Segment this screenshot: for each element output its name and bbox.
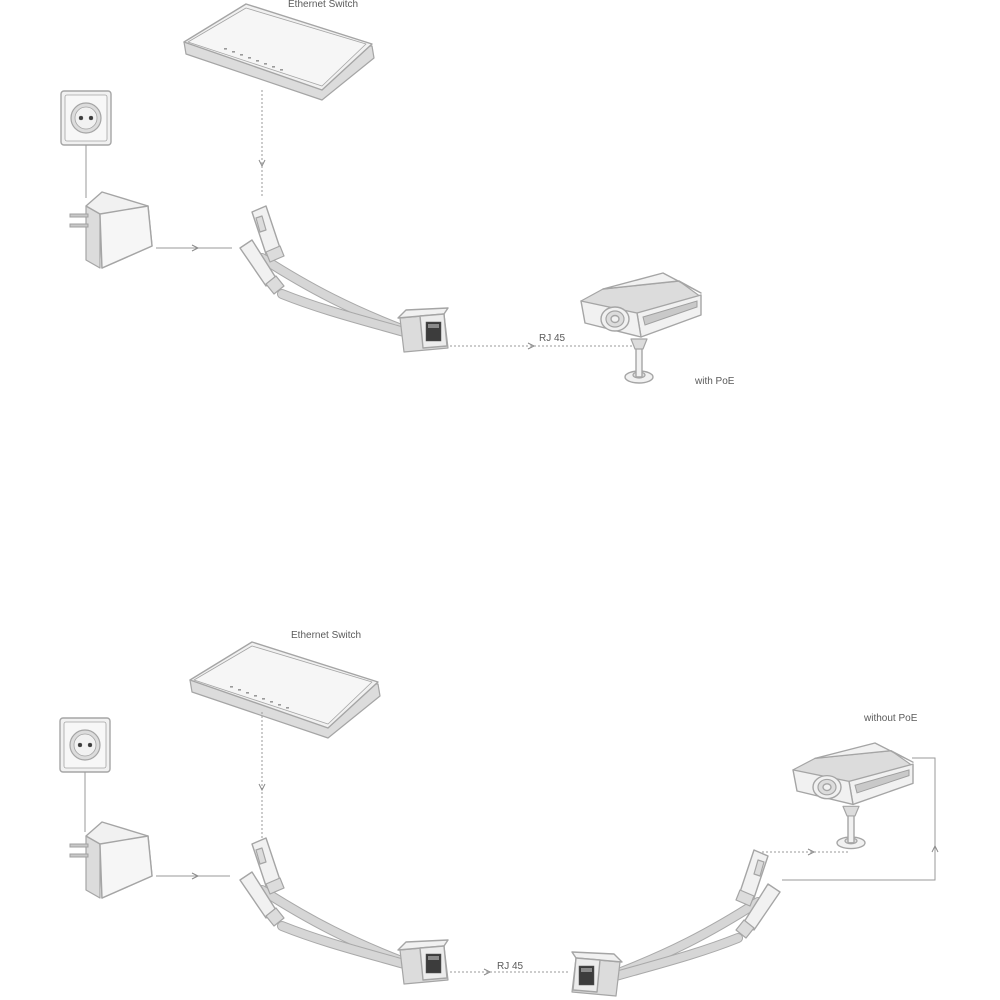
poe-injector-cable-bottom — [240, 838, 448, 984]
top-switch-label: Ethernet Switch — [288, 0, 358, 10]
top-camera-label: with PoE — [694, 376, 735, 387]
bottom-rj45-label: RJ 45 — [497, 961, 524, 972]
ip-camera-no-poe — [792, 742, 914, 850]
bottom-camera-label: without PoE — [863, 713, 918, 724]
power-adapter — [69, 191, 153, 269]
wall-socket-bottom — [59, 717, 111, 773]
ip-camera-poe — [580, 272, 702, 384]
ethernet-switch-device-bottom — [189, 641, 381, 739]
switch-wire-arrowhead-bottom — [258, 783, 266, 792]
bottom-switch-label: Ethernet Switch — [291, 630, 361, 641]
rj45-arrowhead — [527, 342, 536, 350]
rj45-arrowhead-bottom — [483, 968, 492, 976]
splitter-power-wire — [782, 757, 936, 881]
poe-injector-cable — [240, 206, 448, 352]
power-wire-arrowhead — [931, 844, 939, 853]
top-diagram: Ethernet Switch RJ 45 with PoE — [60, 0, 735, 387]
switch-wire-arrowhead — [258, 159, 266, 168]
adapter-wire-arrowhead-bottom — [191, 872, 200, 880]
poe-splitter-cable — [572, 850, 780, 996]
wall-socket — [60, 90, 112, 146]
top-rj45-label: RJ 45 — [539, 333, 566, 344]
power-adapter-bottom — [69, 821, 153, 899]
ethernet-switch-device — [183, 3, 375, 101]
adapter-wire-arrowhead — [191, 244, 200, 252]
bottom-diagram: Ethernet Switch RJ 45 without PoE — [59, 630, 939, 996]
splitter-camera-arrowhead — [807, 848, 816, 856]
